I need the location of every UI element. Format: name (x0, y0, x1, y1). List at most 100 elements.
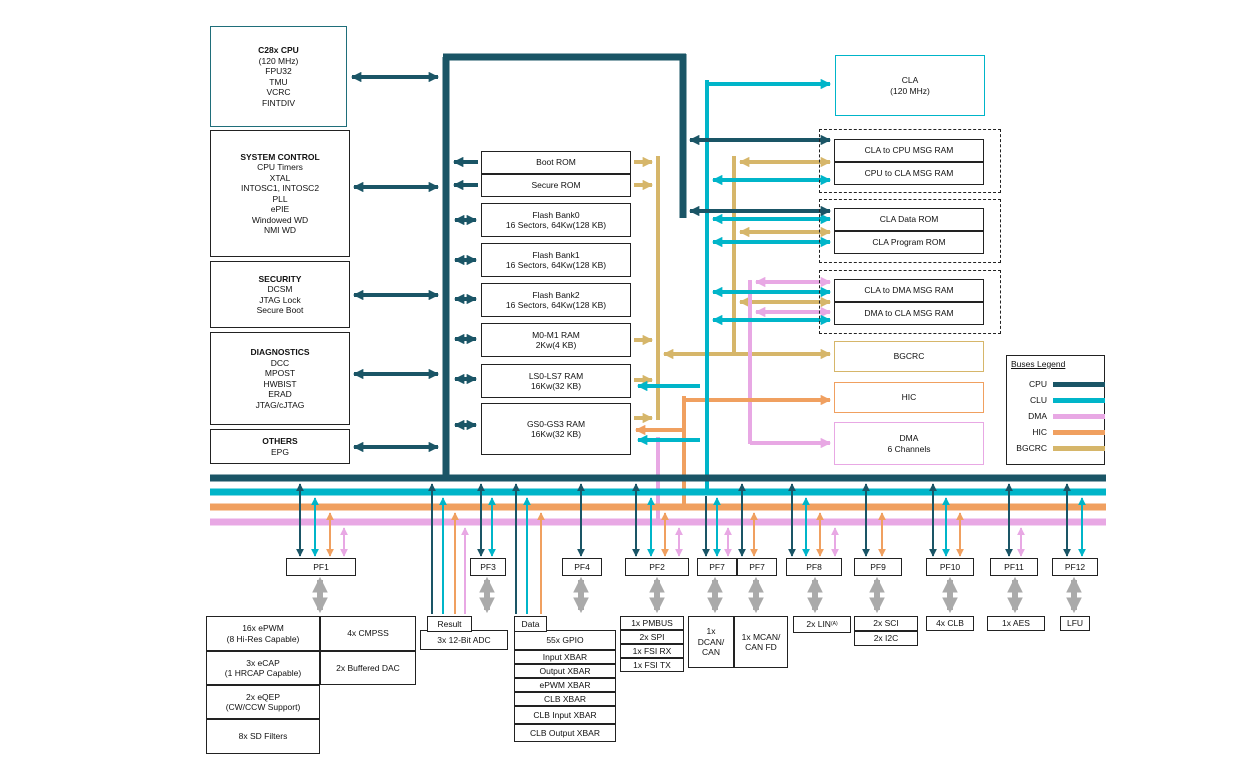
clb-xbar-block: CLB XBAR (514, 692, 616, 706)
pf1-box: PF1 (286, 558, 356, 576)
legend-label: DMA (1028, 411, 1047, 421)
periph-label: 1x MCAN/ (741, 631, 781, 642)
pf3-box: PF3 (470, 558, 506, 576)
memory-size: 16 Sectors, 64Kw(128 KB) (505, 300, 607, 310)
boot-rom-block: Boot ROM (481, 151, 631, 174)
memory-size: 2Kw(4 KB) (535, 340, 577, 350)
pf7-box-b: PF7 (737, 558, 777, 576)
sysctl-line: INTOSC1, INTOSC2 (240, 183, 320, 193)
legend-label: CPU (1029, 379, 1047, 389)
sysctl-title: SYSTEM CONTROL (240, 151, 320, 162)
sysctl-line: PLL (272, 193, 288, 204)
cpu-line: FPU32 (265, 66, 292, 76)
memory-label: M0-M1 RAM (532, 329, 580, 340)
memory-size: 16Kw(32 KB) (530, 429, 582, 439)
cla-block: CLA (120 MHz) (835, 55, 985, 116)
cla-mem-label: DMA to CLA MSG RAM (864, 308, 954, 319)
pf-peripheral-arrows (312, 576, 1082, 614)
security-line: Secure Boot (256, 305, 304, 315)
security-title: SECURITY (258, 273, 302, 284)
memory-size: 16 Sectors, 64Kw(128 KB) (505, 260, 607, 270)
lin-footnote: (A) (830, 621, 838, 627)
cla-mem-label: CLA to DMA MSG RAM (864, 285, 954, 296)
dcan-block: 1x DCAN/ CAN (688, 616, 734, 668)
cla-rom-group (819, 199, 1001, 263)
bgcrc-block: BGCRC (834, 341, 984, 372)
pf-label: PF11 (1004, 561, 1024, 572)
sysctl-line: NMI WD (263, 225, 297, 235)
pf-label: PF1 (313, 561, 329, 572)
security-line: JTAG Lock (259, 294, 301, 305)
clb-output-xbar-block: CLB Output XBAR (514, 724, 616, 742)
pf12-box: PF12 (1052, 558, 1098, 576)
legend-swatch (1053, 398, 1105, 403)
ecap-block: 3x eCAP (1 HRCAP Capable) (206, 651, 320, 685)
flash-bank0-block: Flash Bank0 16 Sectors, 64Kw(128 KB) (481, 203, 631, 237)
pf-label: PF12 (1064, 561, 1086, 572)
flash-bank1-block: Flash Bank1 16 Sectors, 64Kw(128 KB) (481, 243, 631, 277)
gpio-data-box: Data (514, 616, 547, 632)
pmbus-block: 1x PMBUS (620, 616, 684, 630)
horizontal-buses (210, 474, 1106, 526)
sysctl-line: CPU Timers (257, 162, 303, 172)
memory-size: 16 Sectors, 64Kw(128 KB) (505, 220, 607, 230)
cpu-block: C28x CPU (120 MHz) FPU32 TMU VCRC FINTDI… (210, 26, 347, 127)
secure-rom-block: Secure ROM (481, 174, 631, 197)
cla-msg-ram-group (819, 129, 1001, 193)
pf-label: PF9 (870, 561, 886, 572)
periph-sub: (CW/CCW Support) (225, 702, 301, 712)
cla-mem-label: CLA Program ROM (872, 237, 946, 248)
periph-label: 1x FSI RX (632, 645, 672, 656)
pf-label: PF10 (939, 561, 961, 572)
diagnostics-line: JTAG/cJTAG (255, 399, 305, 410)
security-block: SECURITY DCSM JTAG Lock Secure Boot (210, 261, 350, 328)
mcan-block: 1x MCAN/ CAN FD (734, 616, 788, 668)
periph-label: 2x I2C (873, 633, 899, 644)
periph-label: 3x eCAP (246, 657, 280, 668)
left-cpu-arrows (350, 71, 440, 453)
periph-label: 1x (706, 626, 716, 637)
adc-block: 3x 12-Bit ADC (420, 630, 508, 650)
cpu-title: C28x CPU (258, 45, 299, 55)
xbar-label: CLB Output XBAR (530, 727, 600, 738)
pf9-box: PF9 (854, 558, 902, 576)
xbar-label: CLB Input XBAR (533, 709, 597, 720)
pf11-box: PF11 (990, 558, 1038, 576)
dma-title: DMA (899, 433, 919, 443)
periph-label: 1x AES (1002, 618, 1030, 629)
cla-to-cpu-msg-ram: CLA to CPU MSG RAM (834, 139, 984, 162)
cla-mem-label: CLA Data ROM (879, 214, 939, 225)
buses-legend: Buses Legend CPU CLU DMA HIC BGCRC (1006, 355, 1105, 465)
cpu-line: VCRC (266, 87, 291, 97)
legend-label: CLU (1029, 395, 1047, 405)
pf10-box: PF10 (926, 558, 974, 576)
diagnostics-line: HWBIST (263, 378, 297, 389)
legend-swatch (1053, 414, 1105, 419)
input-xbar-block: Input XBAR (514, 650, 616, 664)
diagnostics-block: DIAGNOSTICS DCC MPOST HWBIST ERAD JTAG/c… (210, 332, 350, 425)
clb-input-xbar-block: CLB Input XBAR (514, 706, 616, 724)
periph-label: 4x CMPSS (347, 628, 389, 639)
periph-label: 1x PMBUS (631, 617, 673, 628)
security-line: DCSM (267, 284, 293, 294)
xbar-label: ePWM XBAR (539, 679, 591, 690)
bgcrc-label: BGCRC (893, 351, 925, 362)
periph-sub: (1 HRCAP Capable) (224, 668, 302, 678)
pf2-box: PF2 (625, 558, 689, 576)
xbar-label: Input XBAR (542, 651, 588, 662)
periph-label: CAN FD (745, 642, 777, 652)
cpu-bus-frame (442, 53, 687, 480)
pf-label: PF7 (749, 561, 765, 572)
buffered-dac-block: 2x Buffered DAC (320, 651, 416, 685)
bgcrc-bus (634, 156, 832, 424)
pf7-box-a: PF7 (697, 558, 737, 576)
pf-label: PF3 (480, 561, 496, 572)
system-control-block: SYSTEM CONTROL CPU Timers XTAL INTOSC1, … (210, 130, 350, 257)
legend-item-clu: CLU (1013, 395, 1105, 406)
legend-swatch (1053, 382, 1105, 387)
memory-label: Flash Bank2 (532, 289, 580, 300)
cla-to-dma-msg-ram: CLA to DMA MSG RAM (834, 279, 984, 302)
sysctl-line: Windowed WD (251, 214, 309, 225)
memory-size: 16Kw(32 KB) (530, 381, 582, 391)
spi-block: 2x SPI (620, 630, 684, 644)
